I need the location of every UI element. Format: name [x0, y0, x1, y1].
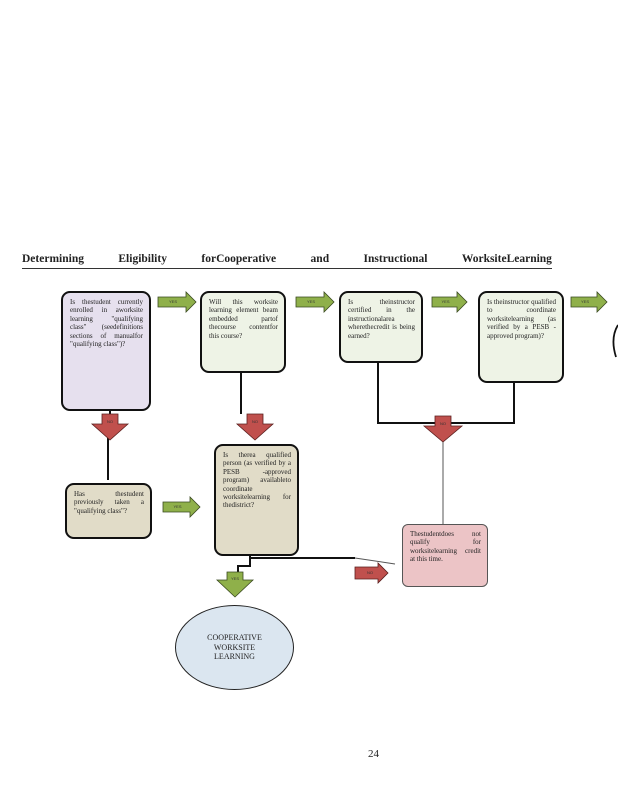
- no-label-1: NO: [107, 419, 113, 424]
- title-word-2: Eligibility: [118, 253, 167, 265]
- no-label-2: NO: [252, 419, 258, 424]
- no-arrow-1: [90, 413, 130, 441]
- connector-q6-notqualify: [354, 557, 396, 565]
- question-instructor-qualified-box: Is theinstructor qualified to coordinate…: [478, 291, 564, 383]
- no-arrow-2: [235, 413, 275, 441]
- yes-arrow-1: [157, 291, 197, 313]
- question-embedded-box: Will this worksite learning element beam…: [200, 291, 286, 373]
- no-arrow-right: [354, 562, 389, 584]
- title-word-6: WorksiteLearning: [461, 253, 552, 265]
- yes-arrow-down: [215, 571, 255, 598]
- oval-label: COOPERATIVE WORKSITE LEARNING: [207, 633, 262, 661]
- cooperative-worksite-learning-oval: COOPERATIVE WORKSITE LEARNING: [175, 605, 294, 690]
- title-word-3: forCooperative: [201, 253, 277, 265]
- yes-label-down: YES: [230, 576, 239, 581]
- question-qualified-person-box: Is therea qualified person (as verified …: [214, 444, 299, 556]
- page-number: 24: [368, 748, 379, 760]
- connector-q6-yes: [237, 555, 251, 572]
- no-label-right: NO: [367, 570, 373, 575]
- yes-arrow-4: [570, 291, 608, 313]
- question-instructor-certified-box: Is theinstructor certified in the instru…: [339, 291, 423, 363]
- yes-arrow-3: [431, 291, 468, 313]
- yes-label-2: YES: [306, 299, 315, 304]
- no-arrow-3: [422, 415, 464, 443]
- title-word-1: Determining: [22, 253, 84, 265]
- offpage-oval-edge: [612, 324, 618, 358]
- yes-arrow-2: [295, 291, 335, 313]
- question-previous-class-box: Has thestudent previously taken a "quali…: [65, 483, 152, 539]
- yes-arrow-5: [162, 496, 201, 518]
- no-label-3: NO: [440, 421, 446, 426]
- yes-label-3: YES: [441, 299, 450, 304]
- question-enrolled-box: Is thestudent currently enrolled in awor…: [61, 291, 151, 411]
- not-qualify-box: Thestudentdoes not qualify for worksitel…: [402, 524, 488, 587]
- page-title: Determining Eligibility forCooperative a…: [22, 253, 552, 269]
- title-word-4: and: [310, 253, 330, 265]
- yes-label-1: YES: [168, 299, 177, 304]
- yes-label-5: YES: [173, 504, 182, 509]
- yes-label-4: YES: [580, 299, 589, 304]
- title-word-5: Instructional: [363, 253, 428, 265]
